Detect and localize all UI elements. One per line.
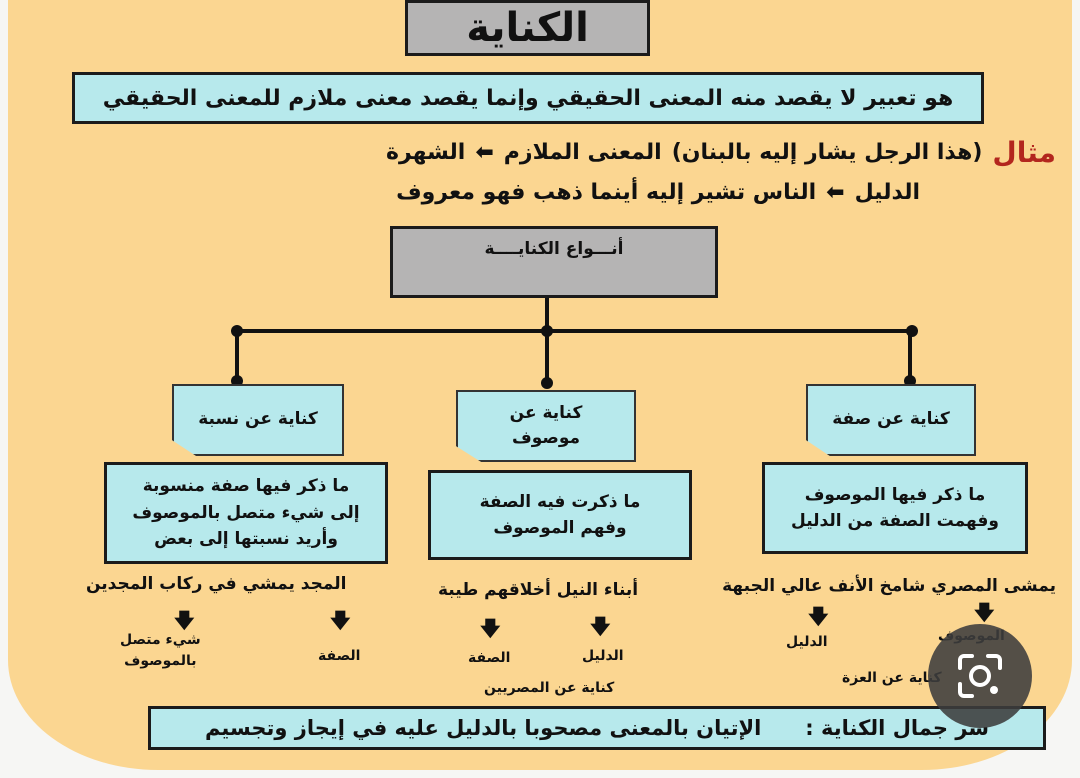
branch-line: بالموصوف — [124, 653, 197, 669]
branch-label: الدليل — [582, 648, 624, 664]
desc-line: ما ذكر فيها صفة منسوبة — [142, 476, 350, 497]
implied-meaning-value: الشهرة — [385, 140, 466, 165]
branch-label: الصفة — [468, 650, 511, 666]
type-box-attribution: كناية عن نسبة — [172, 384, 344, 456]
desc-box-attribution: ما ذكر فيها صفة منسوبة إلى شيء متصل بالم… — [104, 462, 388, 564]
desc-line: وفهمت الصفة من الدليل — [791, 511, 999, 531]
beauty-text: الإتيان بالمعنى مصحوبا بالدليل عليه في إ… — [204, 716, 762, 740]
evidence-label: الدليل — [854, 180, 920, 205]
type-box-described-line-2: موصوف — [511, 428, 581, 448]
type-box-described: كناية عن موصوف — [456, 390, 636, 462]
types-header-box: أنـــواع الكنايــــة — [390, 226, 718, 298]
type-note-attribute: كناية عن العزة — [842, 670, 942, 686]
example-line-2: الدليل ⬅ الناس تشير إليه أينما ذهب فهو م… — [396, 180, 920, 205]
down-arrow-icon: 🡇 — [480, 616, 501, 640]
type-box-attribute: كناية عن صفة — [806, 384, 976, 456]
lens-search-icon — [958, 654, 1002, 698]
type-box-described-line-1: كناية عن — [509, 402, 583, 423]
down-arrow-icon: 🡇 — [174, 608, 195, 632]
example-sentence: (هذا الرجل يشار إليه بالبنان) — [671, 140, 983, 165]
evidence-value: الناس تشير إليه أينما ذهب فهو معروف — [396, 180, 817, 205]
branch-line: شيء متصل — [120, 632, 201, 648]
example-label: مثال — [992, 136, 1056, 169]
desc-line: وفهم الموصوف — [493, 518, 627, 538]
down-arrow-icon: 🡇 — [808, 604, 829, 628]
left-arrow-icon: ⬅ — [475, 140, 494, 165]
example-described: أبناء النيل أخلاقهم طيبة — [438, 580, 639, 600]
branch-label: الدليل — [786, 634, 828, 650]
left-arrow-icon: ⬅ — [826, 180, 845, 205]
connector-vertical-right — [908, 331, 912, 381]
connector-vertical-center-top — [545, 298, 549, 332]
page-title: الكناية — [405, 0, 650, 56]
example-attribution: المجد يمشي في ركاب المجدين — [86, 574, 347, 594]
connector-vertical-left — [235, 331, 239, 381]
desc-line: إلى شيء متصل بالموصوف — [132, 502, 360, 523]
desc-line: ما ذكرت فيه الصفة — [479, 491, 641, 512]
example-attribute: يمشى المصري شامخ الأنف عالي الجبهة — [722, 576, 1056, 596]
down-arrow-icon: 🡇 — [590, 614, 611, 638]
desc-line: وأريد نسبتها إلى بعض — [154, 529, 338, 550]
branch-label-connected: شيء متصل بالموصوف — [120, 630, 201, 672]
desc-box-attribute: ما ذكر فيها الموصوف وفهمت الصفة من الدلي… — [762, 462, 1028, 554]
down-arrow-icon: 🡇 — [974, 600, 995, 624]
example-line-1: مثال (هذا الرجل يشار إليه بالبنان) المعن… — [386, 136, 1056, 169]
beauty-box: سر جمال الكناية : الإتيان بالمعنى مصحوبا… — [148, 706, 1046, 750]
down-arrow-icon: 🡇 — [330, 608, 351, 632]
desc-line: ما ذكر فيها الموصوف — [804, 484, 986, 505]
connector-vertical-center — [545, 331, 549, 383]
connector-horizontal — [236, 329, 912, 333]
implied-meaning-label: المعنى الملازم — [503, 140, 662, 165]
definition-box: هو تعبير لا يقصد منه المعنى الحقيقي وإنم… — [72, 72, 984, 124]
lens-search-button[interactable] — [928, 624, 1032, 728]
desc-box-described: ما ذكرت فيه الصفة وفهم الموصوف — [428, 470, 692, 560]
connector-dot — [541, 377, 553, 389]
type-note-described: كناية عن المصريين — [484, 680, 615, 696]
branch-label: الصفة — [318, 648, 361, 664]
